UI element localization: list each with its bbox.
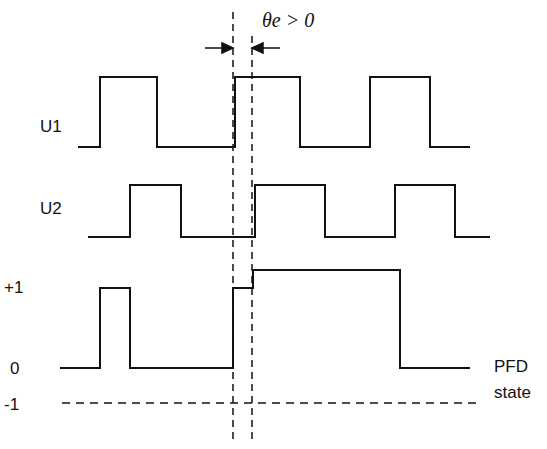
phase-marker-line	[251, 36, 253, 440]
phase-error-label: θe > 0	[262, 10, 314, 30]
level-value: -1	[4, 396, 19, 413]
arrowhead	[222, 43, 233, 53]
signal-name: U2	[40, 200, 62, 217]
level-value: 0	[10, 360, 19, 377]
arrowhead	[252, 43, 263, 53]
u1-waveform	[78, 77, 470, 147]
u2-waveform	[88, 185, 490, 237]
minus-one-level	[62, 402, 480, 404]
signal-name: state	[494, 384, 531, 401]
phase-marker-line	[232, 12, 234, 440]
pfd-state-waveform	[60, 270, 470, 368]
level-value: +1	[4, 279, 23, 296]
signal-name: U1	[40, 118, 62, 135]
signal-name: PFD	[494, 358, 528, 375]
